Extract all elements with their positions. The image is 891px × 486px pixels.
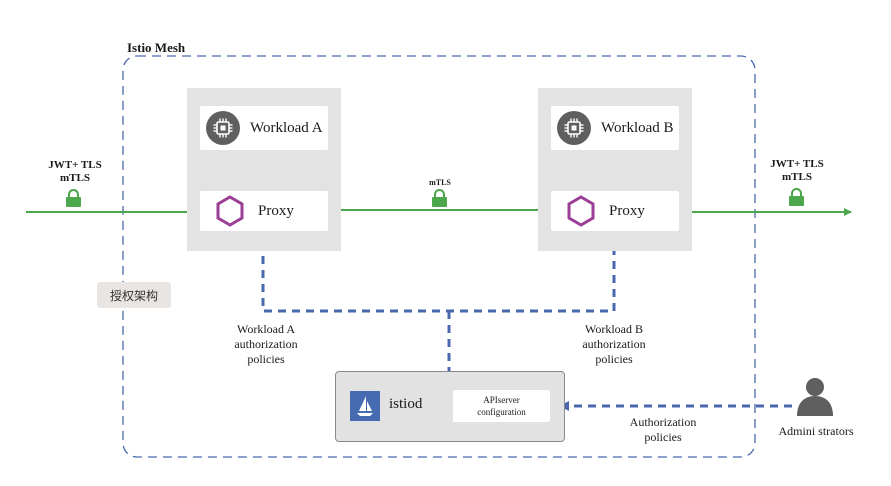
authorization-architecture-tag: 授权架构: [97, 282, 171, 308]
istiod-label: istiod: [389, 396, 423, 412]
apiserver-line-1: APIserver: [483, 395, 520, 405]
apiserver-config-card[interactable]: APIserver configuration: [453, 390, 550, 422]
proxy-b-card[interactable]: Proxy: [551, 191, 679, 231]
mesh-boundary: [122, 55, 756, 458]
workload-b-label: Workload B: [601, 119, 674, 136]
policies-a-line-2: authorization: [234, 337, 298, 351]
hexagon-icon: [210, 195, 250, 227]
policies-b-line-1: Workload B: [584, 322, 644, 336]
workload-b-card[interactable]: Workload B: [551, 106, 679, 150]
proxy-b-label: Proxy: [609, 202, 645, 219]
proxy-a-card[interactable]: Proxy: [200, 191, 328, 231]
egress-label: JWT+ TLS mTLS: [758, 158, 836, 184]
ingress-label: JWT+ TLS mTLS: [36, 159, 114, 185]
person-icon: [797, 378, 833, 416]
egress-line-2: mTLS: [782, 171, 812, 183]
cpu-chip-icon: [557, 111, 591, 145]
hexagon-icon: [561, 195, 601, 227]
workload-a-label: Workload A: [250, 119, 323, 136]
admin-flow-line-2: policies: [644, 430, 682, 444]
workload-a-card[interactable]: Workload A: [200, 106, 328, 150]
istio-sail-icon: [350, 391, 380, 421]
ingress-line-2: mTLS: [60, 172, 90, 184]
apiserver-line-2: configuration: [477, 407, 526, 417]
admin-flow-line-1: Authorization: [629, 415, 697, 429]
ingress-lock-icon: [66, 189, 81, 207]
cpu-chip-icon: [206, 111, 240, 145]
workload-a-policies-label: Workload A authorization policies: [204, 322, 328, 367]
policies-b-line-2: authorization: [582, 337, 646, 351]
policies-a-line-1: Workload A: [236, 322, 296, 336]
egress-lock-icon: [789, 188, 804, 206]
policy-distribution-path: [261, 242, 616, 313]
administrators-label: Admini strators: [778, 424, 854, 438]
mesh-title: Istio Mesh: [127, 40, 186, 55]
proxy-link-lock-icon: [432, 189, 447, 207]
ingress-line-1: JWT+ TLS: [48, 159, 102, 171]
proxy-a-label: Proxy: [258, 202, 294, 219]
proxy-link-label: mTLS: [429, 178, 451, 187]
egress-line-1: JWT+ TLS: [770, 158, 824, 170]
workload-b-policies-label: Workload B authorization policies: [552, 322, 676, 367]
policies-b-line-3: policies: [595, 352, 633, 366]
admin-policies-label: Authorization policies: [608, 415, 718, 445]
policies-a-line-3: policies: [247, 352, 285, 366]
